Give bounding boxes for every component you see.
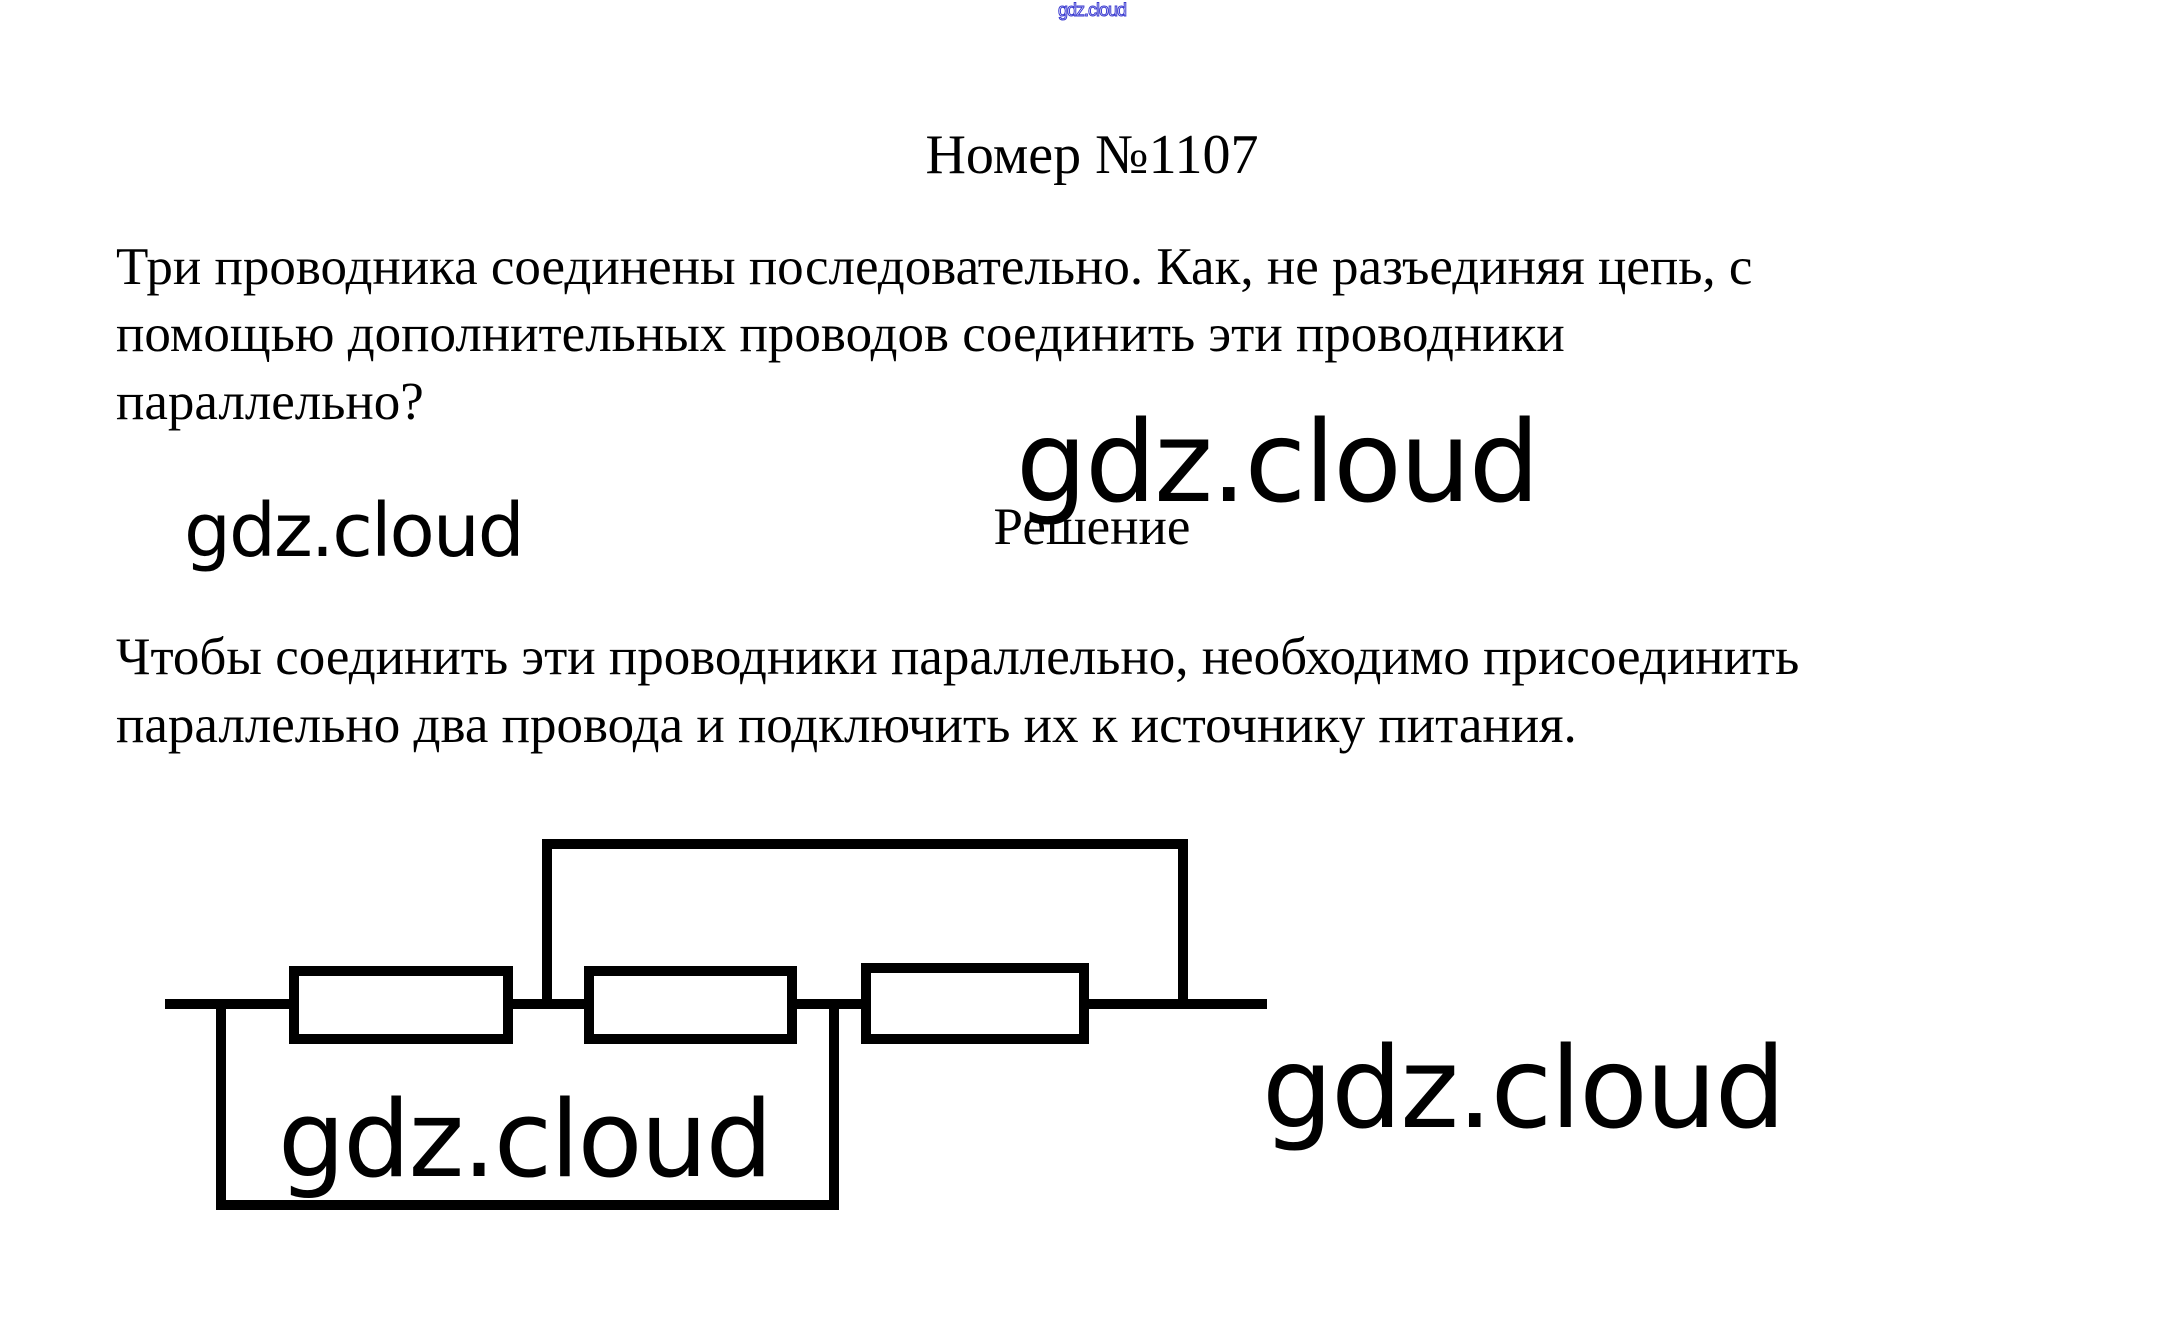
answer-line-2: параллельно два провода и подключить их … — [116, 696, 1577, 754]
solution-heading: Решение — [993, 498, 1191, 556]
resistor-2 — [584, 966, 797, 1044]
top-bypass-wire — [542, 839, 1188, 1004]
resistor-1 — [289, 966, 513, 1044]
resistor-3 — [861, 963, 1089, 1044]
question-line-3: параллельно? — [116, 373, 424, 431]
watermark-top[interactable]: gdz.cloud — [1057, 0, 1127, 21]
watermark-right: gdz.cloud — [1262, 1024, 1786, 1154]
bottom-bypass-wire — [216, 1004, 839, 1210]
watermark-bottom: gdz.cloud — [278, 1078, 773, 1201]
question-line-2: помощью дополнительных проводов соединит… — [116, 305, 1565, 363]
watermark-left: gdz.cloud — [184, 488, 525, 574]
question-line-1: Три проводника соединены последовательно… — [116, 238, 1753, 296]
page-title: Номер №1107 — [925, 124, 1259, 186]
watermark-center: gdz.cloud — [1016, 398, 1540, 528]
answer-line-1: Чтобы соединить эти проводники параллель… — [116, 628, 1800, 686]
